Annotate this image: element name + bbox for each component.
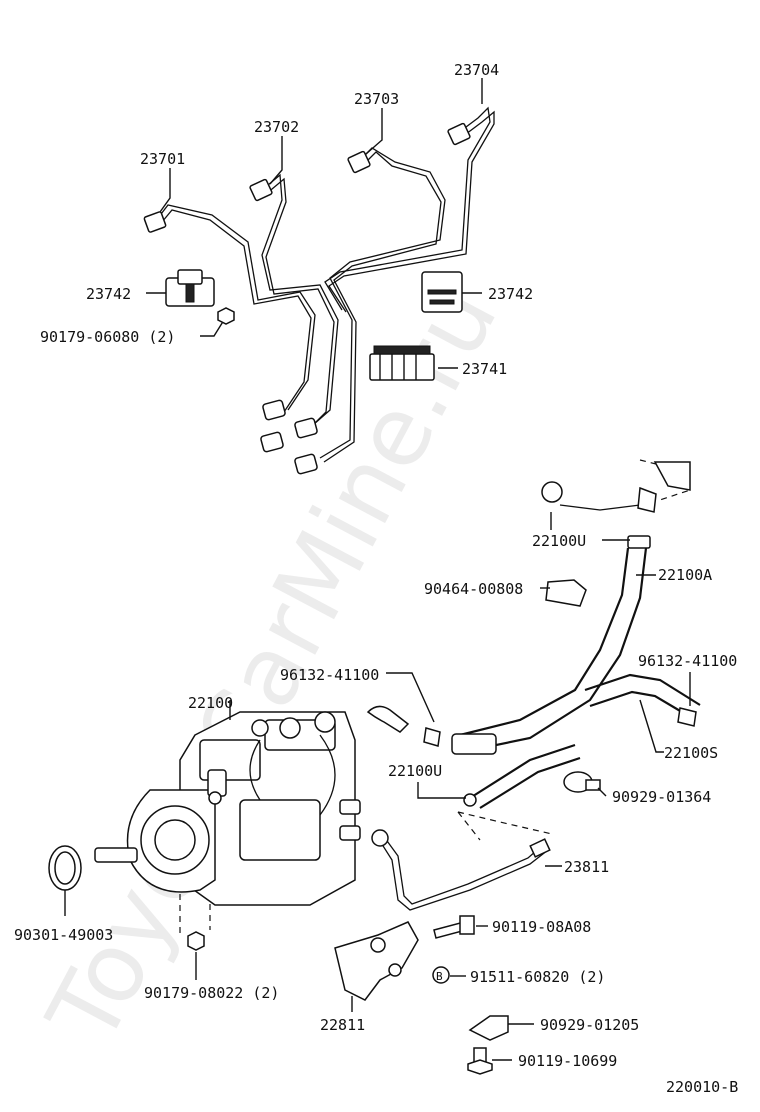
bracket-22811 (334, 921, 419, 1012)
label-22100U-mid: 22100U (388, 762, 442, 780)
leaders-right (386, 512, 691, 799)
injection-pump (94, 700, 361, 906)
label-23741: 23741 (462, 360, 507, 378)
label-90464-00808: 90464-00808 (424, 580, 523, 598)
label-23811: 23811 (564, 858, 609, 876)
label-90929-01205: 90929-01205 (540, 1016, 639, 1034)
label-22100S: 22100S (664, 744, 718, 762)
washer-91511: B (432, 966, 466, 984)
label-23742-right: 23742 (488, 285, 533, 303)
leaders-top (146, 78, 483, 369)
svg-text:B: B (436, 970, 443, 983)
label-23701: 23701 (140, 150, 185, 168)
figure-code: 220010-B (666, 1078, 738, 1096)
label-22100A: 22100A (658, 566, 712, 584)
bolt-90119-08A08 (433, 915, 488, 939)
label-90119-10699: 90119-10699 (518, 1052, 617, 1070)
clamp-23742-right (421, 271, 463, 313)
label-22811: 22811 (320, 1016, 365, 1034)
label-90179-08022: 90179-08022 (2) (144, 984, 279, 1002)
label-23704: 23704 (454, 61, 499, 79)
label-90179-06080: 90179-06080 (2) (40, 328, 175, 346)
pipe-23811 (371, 811, 562, 911)
label-90119-08A08: 90119-08A08 (492, 918, 591, 936)
part-labels: 23701 23702 23703 23704 23742 90179-0608… (14, 61, 738, 1096)
bolt-90119-10699 (467, 1047, 512, 1075)
label-90929-01364: 90929-01364 (612, 788, 711, 806)
label-22100: 22100 (188, 694, 233, 712)
fuel-hoses (366, 459, 701, 809)
o-ring (48, 845, 82, 916)
label-23702: 23702 (254, 118, 299, 136)
clamp-90929-01205 (468, 1015, 534, 1041)
nut-90179-08022 (179, 894, 211, 980)
label-22100U-top: 22100U (532, 532, 586, 550)
label-23742-left: 23742 (86, 285, 131, 303)
label-96132-left: 96132-41100 (280, 666, 379, 684)
clamp-23742-left (165, 269, 235, 325)
clamp-23741 (369, 345, 435, 381)
label-96132-right: 96132-41100 (638, 652, 737, 670)
label-90301-49003: 90301-49003 (14, 926, 113, 944)
label-91511-60820: 91511-60820 (2) (470, 968, 605, 986)
label-23703: 23703 (354, 90, 399, 108)
injection-pipes (143, 106, 495, 475)
